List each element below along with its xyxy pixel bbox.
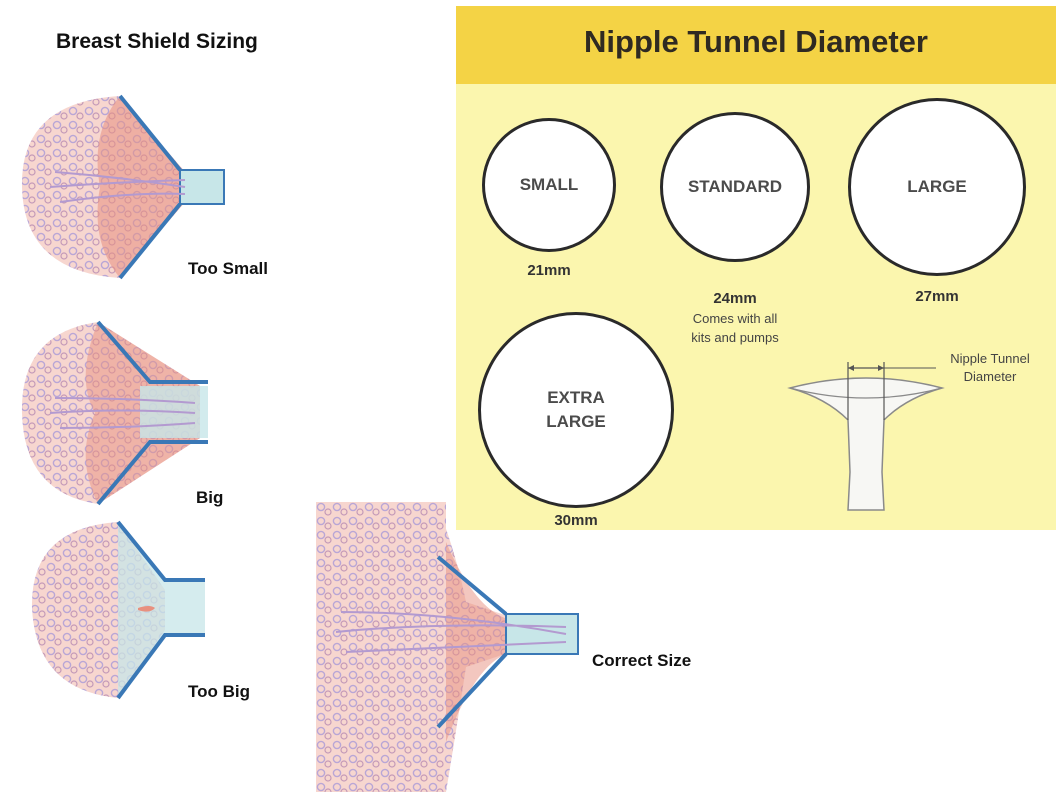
size-small-label: SMALL <box>519 175 579 195</box>
size-small-mm: 21mm <box>527 262 571 279</box>
big-illustration <box>21 320 208 506</box>
size-small-circle: SMALL <box>482 118 616 252</box>
page-title: Breast Shield Sizing <box>56 30 258 53</box>
size-large-label: LARGE <box>907 177 967 197</box>
caption-correct-size: Correct Size <box>592 651 692 670</box>
size-extra-large-mm: 30mm <box>554 512 598 529</box>
caption-too-big: Too Big <box>188 682 250 701</box>
size-extra-large-circle: EXTRA LARGE <box>478 312 674 508</box>
panel-header <box>456 6 1056 84</box>
caption-big: Big <box>196 488 224 507</box>
correct-size-illustration <box>316 502 579 792</box>
nipple-tunnel-diameter-label: Nipple Tunnel Diameter <box>950 351 1030 384</box>
caption-too-small: Too Small <box>188 259 268 278</box>
size-standard-circle: STANDARD <box>660 112 810 262</box>
size-large-mm: 27mm <box>915 288 959 305</box>
too-small-illustration <box>21 94 225 280</box>
size-standard-mm: 24mm <box>713 290 757 307</box>
breast-shield-diagram <box>787 362 945 511</box>
size-extra-large-label: EXTRA LARGE <box>546 388 606 431</box>
size-large-circle: LARGE <box>848 98 1026 276</box>
nipple-tunnel-panel: Nipple Tunnel Diameter SMALL 21mm STANDA… <box>456 6 1056 530</box>
too-big-illustration <box>31 520 205 700</box>
panel-title: Nipple Tunnel Diameter <box>584 24 928 59</box>
size-standard-note: Comes with all kits and pumps <box>691 311 779 345</box>
size-standard-label: STANDARD <box>687 177 783 197</box>
